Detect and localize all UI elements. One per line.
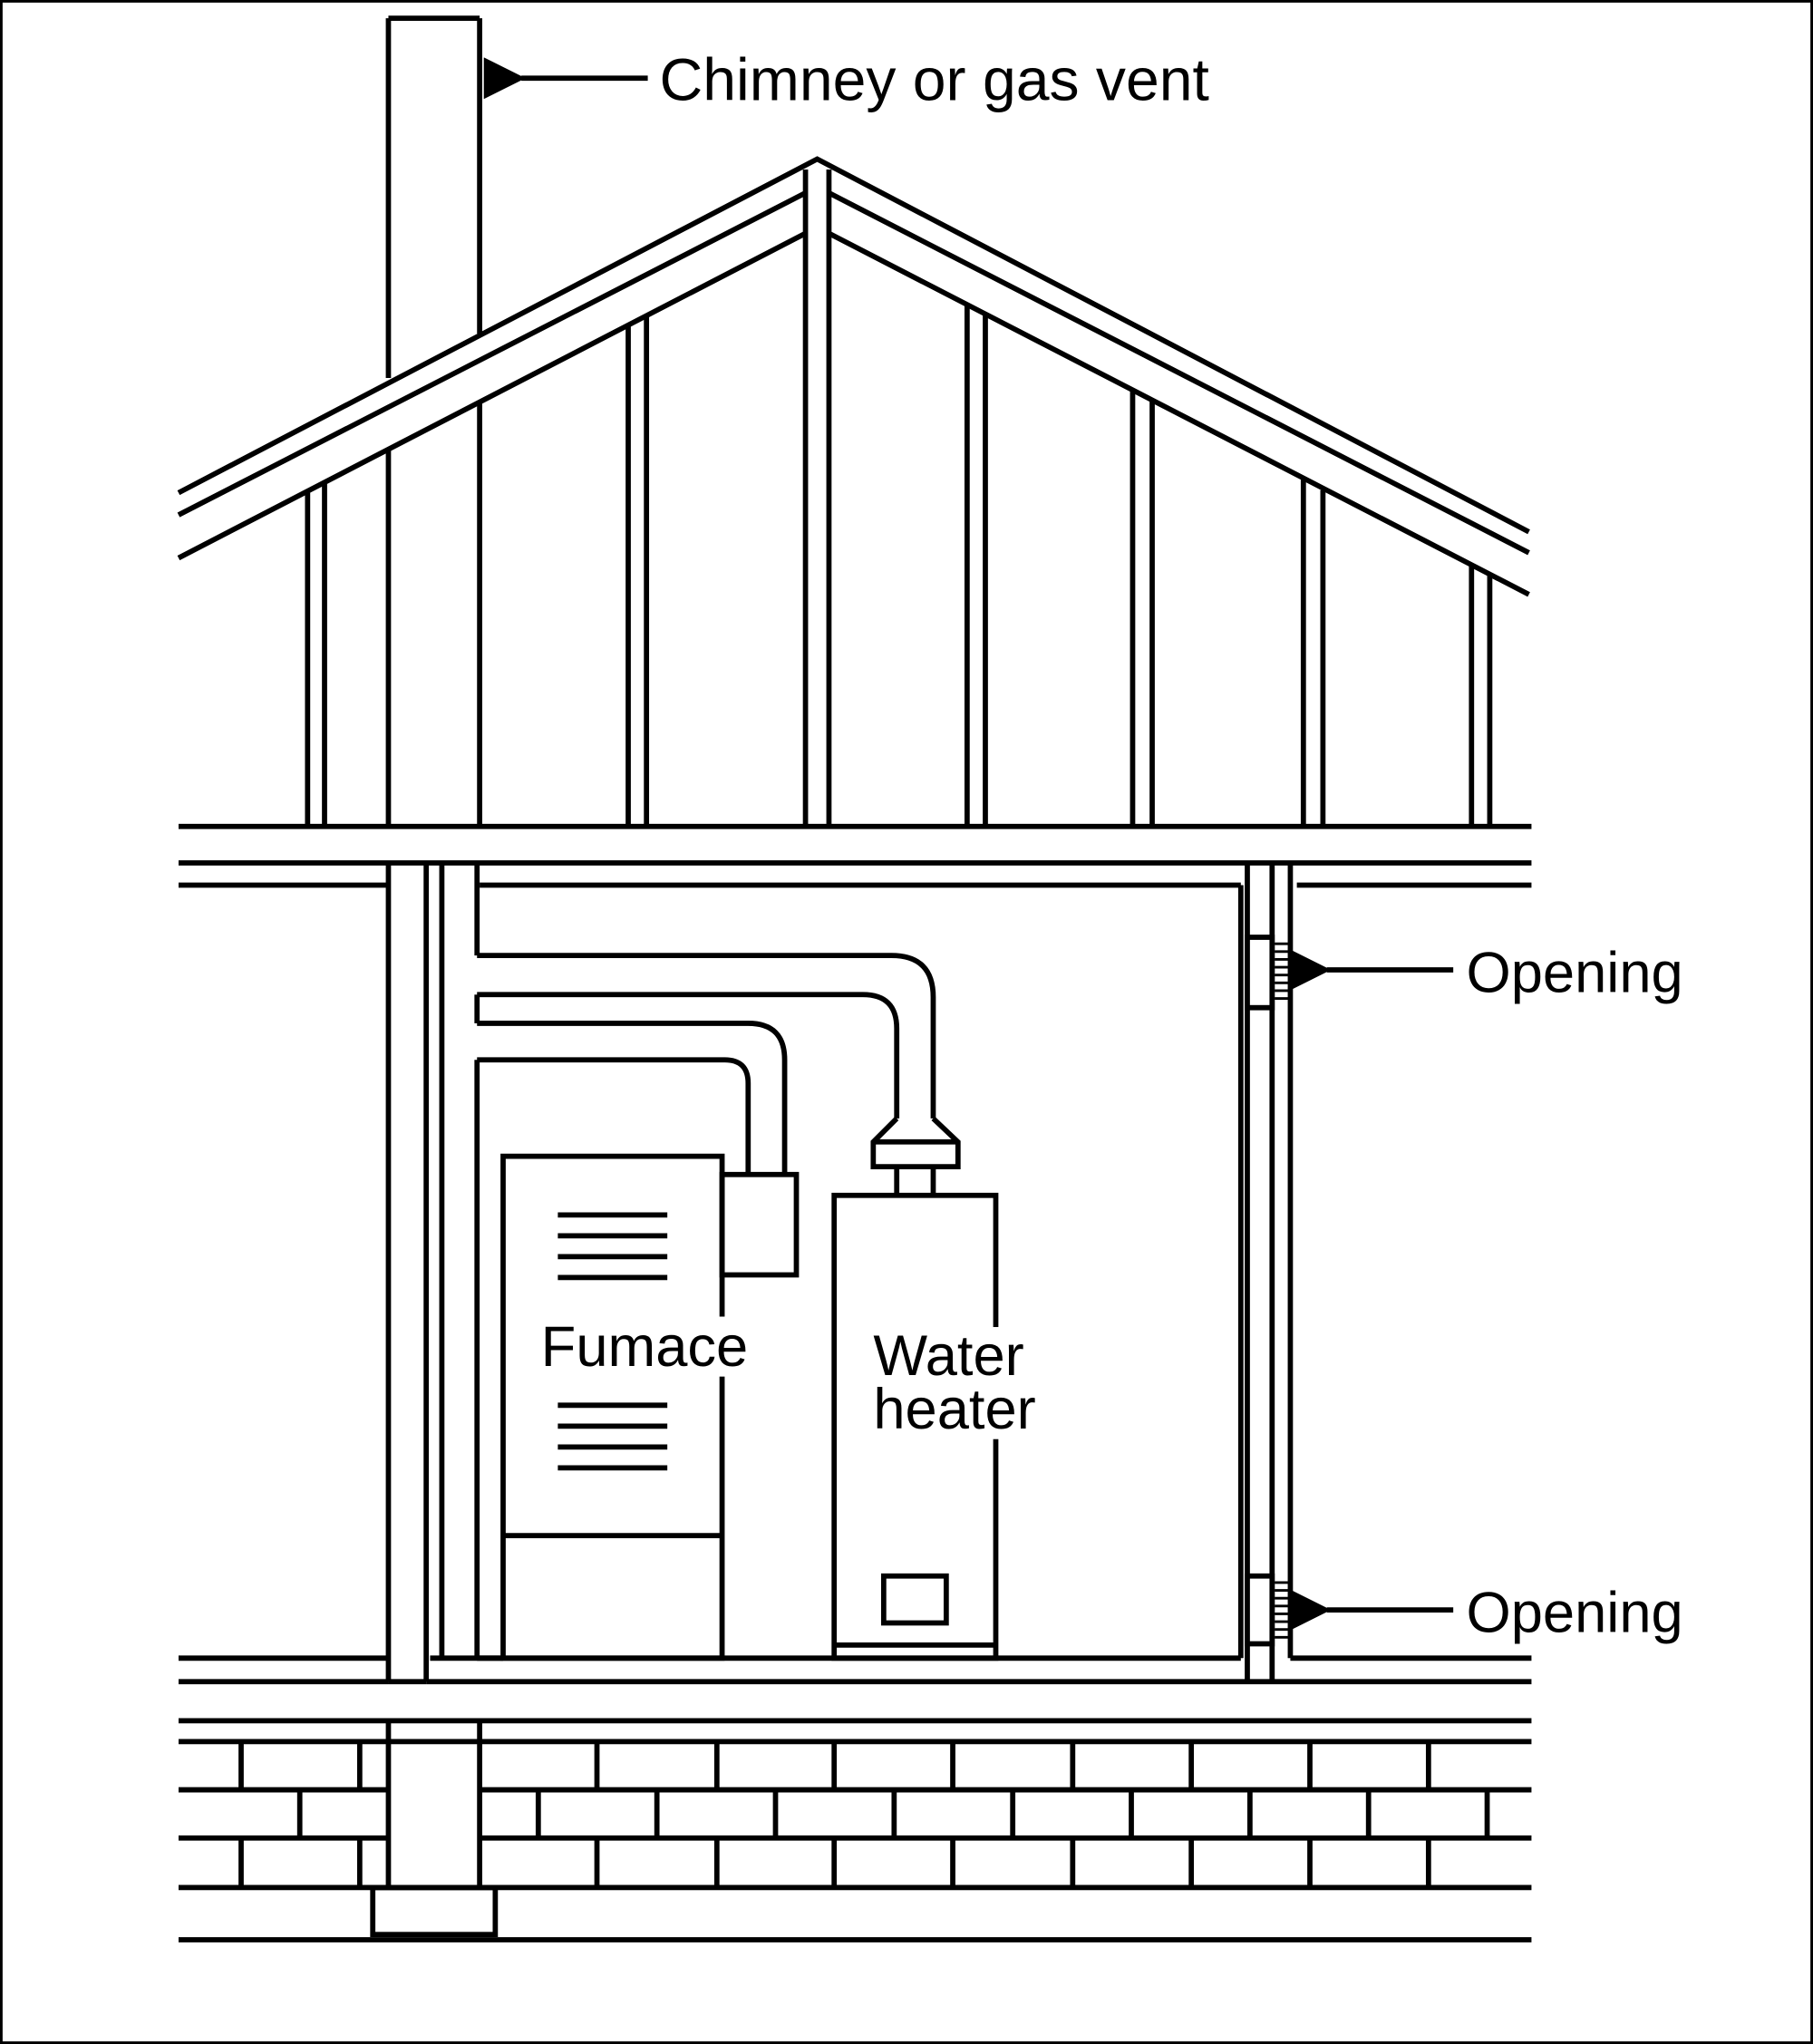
vent-grille-upper [1275,942,1291,1001]
water-heater-label-line1: Water [873,1324,1023,1388]
vent-grille-lower [1275,1581,1291,1639]
foundation [178,1720,1532,1942]
room-right-wall [178,863,1532,1682]
water-heater-label-line2: heater [873,1378,1035,1441]
furnace-label: Fumace [541,1315,749,1379]
furnace-flue [477,1021,788,1175]
floor [178,1679,1532,1745]
chimney [385,15,482,827]
roof [177,156,1530,827]
vent-stack [385,863,503,1685]
chimney-label: Chimney or gas vent [660,47,1209,114]
ceiling [178,823,1532,888]
water-heater-flue [477,953,961,1196]
opening-upper-label: Opening [1467,941,1683,1004]
opening-lower-label: Opening [1467,1582,1683,1645]
